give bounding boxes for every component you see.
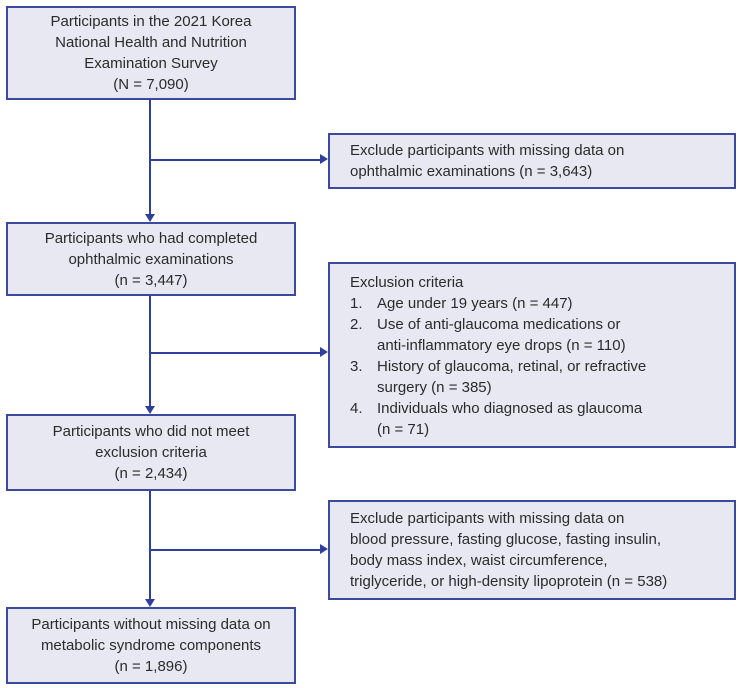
connector-line-down-1 — [149, 100, 151, 214]
arrowhead-right-icon — [320, 544, 328, 554]
exclusion-criteria-item: 1. Age under 19 years (n = 447) — [350, 293, 720, 314]
connector-line-down-3 — [149, 491, 151, 599]
box-did-not-meet-exclusion: Participants who did not meet exclusion … — [6, 414, 296, 491]
connector-line-branch-3 — [150, 549, 320, 551]
connector-line-down-2 — [149, 296, 151, 406]
arrowhead-down-icon — [145, 406, 155, 414]
box-exclusion-criteria: Exclusion criteria 1. Age under 19 years… — [328, 262, 736, 448]
item-text: History of glaucoma, retinal, or refract… — [377, 358, 647, 396]
box-completed-ophthalmic-exams: Participants who had completed ophthalmi… — [6, 222, 296, 296]
item-text: Individuals who diagnosed as glaucoma (n… — [377, 400, 643, 438]
connector-line-branch-1 — [150, 159, 320, 161]
item-number: 3. — [350, 358, 363, 375]
box-exclude-missing-ophthalmic: Exclude participants with missing data o… — [328, 133, 736, 189]
box-survey-participants: Participants in the 2021 Korea National … — [6, 6, 296, 100]
item-number: 1. — [350, 295, 363, 312]
exclusion-criteria-item: 3. History of glaucoma, retinal, or refr… — [350, 356, 720, 398]
exclusion-criteria-title: Exclusion criteria — [350, 274, 464, 291]
item-number: 2. — [350, 316, 363, 333]
arrowhead-down-icon — [145, 599, 155, 607]
connector-line-branch-2 — [150, 352, 320, 354]
box-exclude-missing-metabolic: Exclude participants with missing data o… — [328, 500, 736, 600]
item-text: Use of anti-glaucoma medications or anti… — [377, 316, 626, 354]
item-text: Age under 19 years (n = 447) — [377, 295, 573, 312]
arrowhead-right-icon — [320, 347, 328, 357]
exclusion-criteria-item: 4. Individuals who diagnosed as glaucoma… — [350, 398, 720, 440]
arrowhead-down-icon — [145, 214, 155, 222]
arrowhead-right-icon — [320, 154, 328, 164]
item-number: 4. — [350, 400, 363, 417]
exclusion-criteria-item: 2. Use of anti-glaucoma medications or a… — [350, 314, 720, 356]
box-no-missing-metabolic-data: Participants without missing data on met… — [6, 607, 296, 684]
